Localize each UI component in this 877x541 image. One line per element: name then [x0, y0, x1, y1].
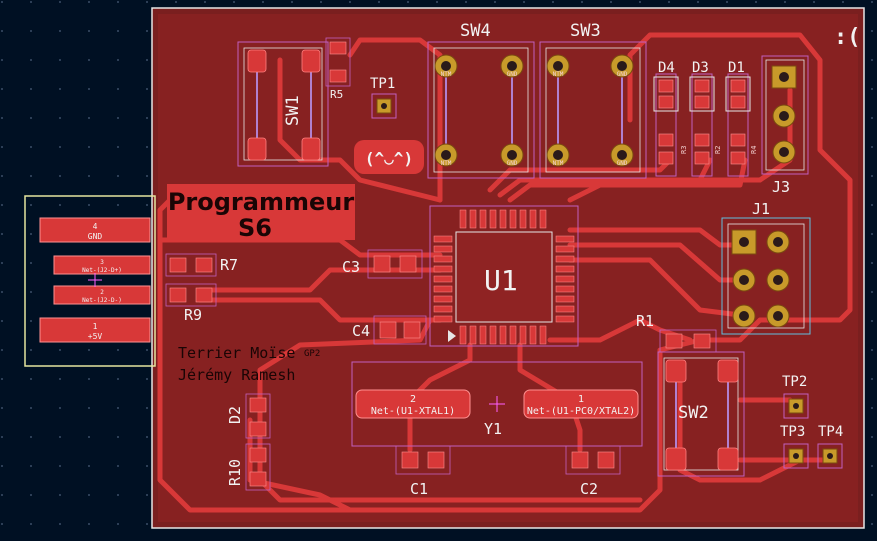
ref-sw3: SW3 — [570, 21, 601, 41]
ref-d2: D2 — [226, 406, 244, 424]
led-resistor-column — [653, 73, 751, 177]
testpoint-tp2 — [783, 393, 809, 419]
j2-pin2-net: Net-(J2-D-) — [82, 297, 122, 304]
ref-r5: R5 — [330, 88, 343, 101]
switch-sw1 — [237, 41, 329, 167]
ref-y1: Y1 — [484, 420, 502, 438]
j2-pin4-net: GND — [88, 232, 103, 241]
ref-u1: U1 — [484, 264, 518, 297]
ref-r7: R7 — [220, 256, 238, 274]
emoticon: :( — [834, 25, 861, 50]
ref-j1: J1 — [752, 200, 770, 218]
sw3-pin-right-top: GND — [617, 71, 628, 78]
testpoint-tp1 — [371, 93, 397, 119]
board-title-line2: S6 — [238, 214, 272, 242]
title-block — [167, 184, 355, 240]
y1-pad1-num: 1 — [578, 394, 584, 405]
ref-r3: R3 — [680, 146, 688, 154]
ref-r10: R10 — [226, 459, 244, 486]
ref-tp4: TP4 — [818, 424, 843, 440]
ref-tp3: TP3 — [780, 424, 805, 440]
board-title-line1: Programmeur — [168, 188, 355, 216]
switch-sw2 — [657, 351, 745, 477]
j2-pin1-net: +5V — [88, 332, 103, 341]
connector-j1 — [721, 217, 811, 335]
y1-pad2-num: 2 — [410, 394, 416, 405]
usb-connector-j2 — [24, 195, 156, 367]
ref-d3: D3 — [692, 60, 709, 76]
ref-r1: R1 — [636, 312, 654, 330]
ref-r9: R9 — [184, 306, 202, 324]
j2-pin3-num: 3 — [100, 259, 104, 266]
ref-c3: C3 — [342, 258, 360, 276]
ref-c2: C2 — [580, 480, 598, 498]
sw4-pin-right-bottom: GND — [507, 160, 518, 167]
ref-sw2: SW2 — [678, 403, 709, 423]
j2-pin4-num: 4 — [93, 222, 98, 231]
group-label: GP2 — [304, 349, 320, 359]
ref-sw4: SW4 — [460, 21, 491, 41]
y1-pad2-net: Net-(U1-XTAL1) — [371, 406, 455, 417]
testpoint-tp3 — [783, 443, 809, 469]
ref-r2: R2 — [714, 146, 722, 154]
connector-j3 — [761, 55, 809, 175]
author-1: Terrier Moïse — [178, 344, 295, 362]
ref-sw1: SW1 — [283, 95, 303, 126]
switch-pin-labels: NTM GND NTM GND NTM GND NTM GND — [441, 71, 628, 167]
sw3-pin-right-bottom: GND — [617, 160, 628, 167]
ref-r4: R4 — [750, 146, 758, 154]
j2-pin2-num: 2 — [100, 289, 104, 296]
author-2: Jérémy Ramesh — [178, 366, 295, 384]
j2-pin1-num: 1 — [93, 322, 98, 331]
ref-d4: D4 — [658, 60, 675, 76]
ref-c4: C4 — [352, 322, 370, 340]
ref-c1: C1 — [410, 480, 428, 498]
sw4-pin-left-bottom: NTM — [441, 160, 452, 167]
y1-pad1-net: Net-(U1-PC0/XTAL2) — [527, 406, 635, 417]
sw4-pin-right-top: GND — [507, 71, 518, 78]
face-graphic — [354, 140, 424, 174]
testpoint-tp4 — [817, 443, 843, 469]
ref-j3: J3 — [772, 178, 790, 196]
kaomoji: (^◡^) — [365, 149, 413, 168]
ref-tp2: TP2 — [782, 374, 807, 390]
sw3-pin-left-bottom: NTM — [553, 160, 564, 167]
mcu-u1 — [429, 205, 579, 347]
ref-tp1: TP1 — [370, 76, 395, 92]
sw4-pin-left-top: NTM — [441, 71, 452, 78]
j2-pin3-net: Net-(J2-D+) — [82, 267, 122, 274]
crystal-y1 — [351, 361, 643, 447]
ref-d1: D1 — [728, 60, 745, 76]
sw3-pin-left-top: NTM — [553, 71, 564, 78]
switch-sw4 — [427, 41, 535, 179]
passives — [169, 41, 711, 487]
switch-sw3 — [539, 41, 647, 179]
